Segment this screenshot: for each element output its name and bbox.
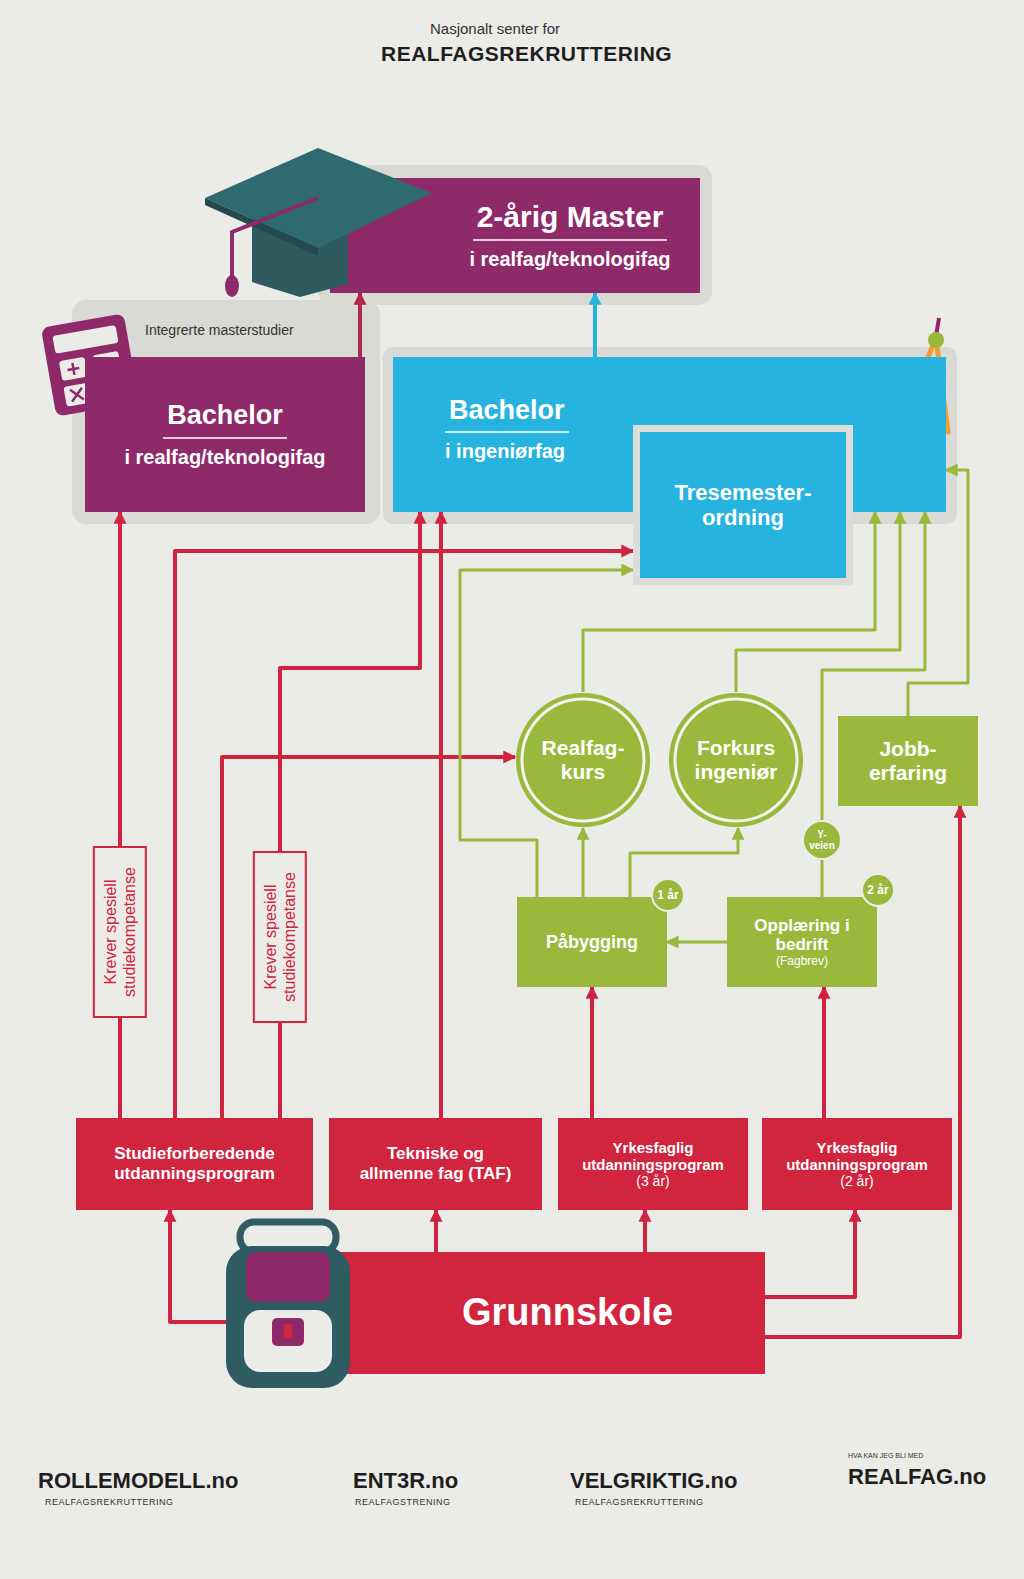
duration-badge: 2 år [861,873,895,907]
footer-subtitle: REALFAGSREKRUTTERING [45,1497,174,1507]
node-title: Jobb- erfaring [853,737,963,785]
panel [318,165,712,305]
footer-subtitle: REALFAGSREKRUTTERING [575,1497,704,1507]
node-title: Bachelor [163,400,287,438]
connector [439,512,443,1118]
school-box: Tekniske og allmenne fag (TAF) [329,1118,542,1210]
route-badge: Y-veien [802,820,842,860]
connector [434,1210,438,1252]
school-box: Studieforberedende utdanningsprogram [76,1118,313,1210]
connector [118,512,122,1118]
panel-caption: Integrerte masterstudier [145,322,294,338]
bachelor-box: Bachelori ingeniørfagTresemester- ordnin… [393,357,946,512]
connector [280,512,420,1118]
header-logo: REALFAGSREKRUTTERING [381,42,672,66]
node-title: Realfag- kurs [531,736,636,784]
footer-logo: VELGRIKTIG.no [570,1468,737,1494]
program-box: Påbygging [517,897,667,987]
footer-tagline: HVA KAN JEG BLI MED [848,1452,923,1459]
program-box: Opplæring i bedrift(Fagbrev) [727,897,877,987]
node-title: Opplæring i bedrift [742,916,862,955]
requirement-note: Krever spesiell studiekompetanse [93,846,147,1018]
connector [590,987,594,1118]
experience-box: Jobb- erfaring [838,716,978,806]
node-subtitle: i realfag/teknologifag [469,248,670,271]
footer-logo: ENT3R.no [353,1468,458,1494]
requirement-note: Krever spesiell studiekompetanse [253,851,307,1023]
course-circle: Forkurs ingeniør [668,692,804,828]
connector [593,293,597,357]
node-title: 2-årig Master [473,200,668,242]
master-box: 2-årig Master i realfag/teknologifag [330,178,700,293]
node-title: Bachelor [445,395,569,433]
node-title: Tekniske og allmenne fag (TAF) [351,1144,521,1183]
node-title: Studieforberedende utdanningsprogram [92,1144,297,1183]
node-title: Tresemester- ordning [658,480,828,531]
node-subtitle: (3 år) [636,1173,669,1189]
circle-fill [516,693,650,827]
connector [822,987,826,1118]
course-circle: Realfag- kurs [515,692,651,828]
footer-logo: ROLLEMODELL.no [38,1468,238,1494]
node-subtitle: (2 år) [840,1173,873,1189]
connector [222,757,515,1118]
connector [643,1210,647,1252]
circle-ring [675,699,797,821]
circle-fill [669,693,803,827]
connector [765,1210,855,1297]
node-subtitle: i realfag/teknologifag [124,446,325,469]
node-title: Forkurs ingeniør [681,736,791,784]
connector [170,1210,330,1322]
footer-logo: REALFAG.no [848,1464,986,1490]
bachelor-box: Bachelor i realfag/teknologifag [85,357,365,512]
node-subtitle: (Fagbrev) [776,955,828,969]
footer-subtitle: REALFAGSTRENING [355,1497,451,1507]
node-subtitle: i ingeniørfag [445,440,565,463]
node-title: Yrkesfaglig utdanningsprogram [775,1139,940,1174]
school-box: Yrkesfaglig utdanningsprogram(2 år) [762,1118,952,1210]
connector [358,293,362,357]
node-title: Grunnskole [462,1291,673,1335]
program-box: Tresemester- ordning [633,425,853,585]
duration-badge: 1 år [651,878,685,912]
circle-ring [522,699,644,821]
header-text: Nasjonalt senter for [430,20,560,37]
connector [630,828,738,897]
node-title: Yrkesfaglig utdanningsprogram [571,1139,736,1174]
school-box: Yrkesfaglig utdanningsprogram(3 år) [558,1118,748,1210]
node-title: Påbygging [546,932,638,953]
school-box: Grunnskole [330,1252,765,1374]
connector [765,806,960,1337]
connector [582,828,585,897]
connector [667,941,727,944]
connector [175,551,633,1118]
